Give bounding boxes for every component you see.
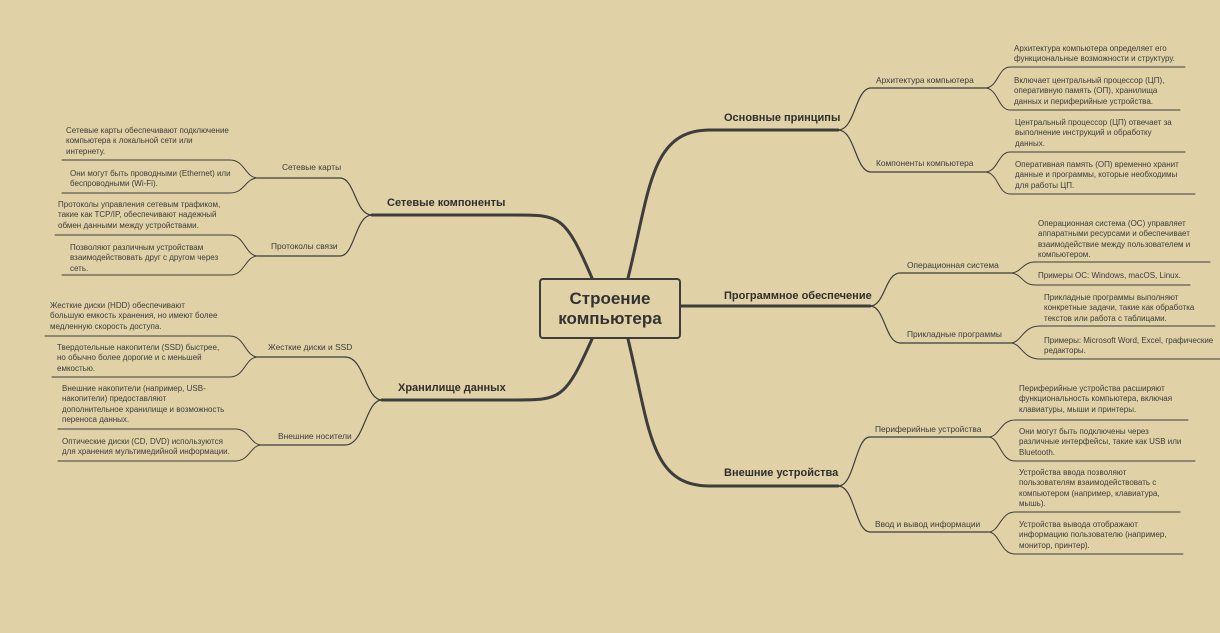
subtopic-architecture[interactable]: Архитектура компьютера [876,75,974,85]
leaf-disks-2[interactable]: Твердотельные накопители (SSD) быстрее, … [57,343,220,373]
central-topic[interactable]: Строение компьютера [539,278,681,339]
leaf-peripherals-2[interactable]: Они могут быть подключены через различны… [1019,427,1182,457]
leaf-io-2[interactable]: Устройства вывода отображают информацию … [1019,520,1167,550]
leaf-peripherals-1[interactable]: Периферийные устройства расширяют функци… [1019,384,1173,414]
leaf-applications-2[interactable]: Примеры: Microsoft Word, Excel, графичес… [1044,336,1214,356]
leaf-external-media-1[interactable]: Внешние накопители (например, USB- накоп… [62,384,225,425]
leaf-disks-1[interactable]: Жесткие диски (HDD) обеспечивают большую… [50,301,218,331]
connector-external [626,337,840,488]
branch-software[interactable]: Программное обеспечение [724,290,872,302]
leaf-network-cards-2[interactable]: Они могут быть проводными (Ethernet) или… [70,169,231,189]
subtopic-protocols[interactable]: Протоколы связи [271,241,338,251]
subtopic-applications[interactable]: Прикладные программы [907,329,1002,339]
connector-basics [626,128,840,280]
subtopic-components[interactable]: Компоненты компьютера [876,158,974,168]
leaf-applications-1[interactable]: Прикладные программы выполняют конкретны… [1044,293,1195,323]
subtopic-os[interactable]: Операционная система [907,260,999,270]
leaf-protocols-2[interactable]: Позволяют различным устройствам взаимоде… [70,243,219,273]
subtopic-external-media[interactable]: Внешние носители [278,431,352,441]
leaf-architecture-1[interactable]: Архитектура компьютера определяет его фу… [1014,44,1175,64]
leaf-components-2[interactable]: Оперативная память (ОП) временно хранит … [1015,160,1179,190]
connector-storage [380,337,594,402]
branch-external[interactable]: Внешние устройства [724,467,839,479]
subtopic-peripherals[interactable]: Периферийные устройства [875,424,982,434]
subtopic-disks[interactable]: Жесткие диски и SSD [268,342,353,352]
leaf-network-cards-1[interactable]: Сетевые карты обеспечивают подключение к… [66,126,229,156]
leaf-external-media-2[interactable]: Оптические диски (CD, DVD) используются … [62,437,230,457]
connector-network [370,213,594,280]
subtopic-network-cards[interactable]: Сетевые карты [282,162,342,172]
leaf-protocols-1[interactable]: Протоколы управления сетевым трафиком, т… [58,200,221,230]
leaf-os-2[interactable]: Примеры ОС: Windows, macOS, Linux. [1038,271,1181,280]
leaf-components-1[interactable]: Центральный процессор (ЦП) отвечает за в… [1015,118,1172,148]
leaf-os-1[interactable]: Операционная система (ОС) управляет аппа… [1038,219,1191,260]
branch-network[interactable]: Сетевые компоненты [387,197,506,209]
subtopic-io[interactable]: Ввод и вывод информации [875,519,981,529]
branch-basics[interactable]: Основные принципы [724,112,841,124]
branch-storage[interactable]: Хранилище данных [398,382,506,394]
leaf-architecture-2[interactable]: Включает центральный процессор (ЦП), опе… [1014,76,1165,106]
leaf-io-1[interactable]: Устройства ввода позволяют пользователям… [1019,468,1160,509]
